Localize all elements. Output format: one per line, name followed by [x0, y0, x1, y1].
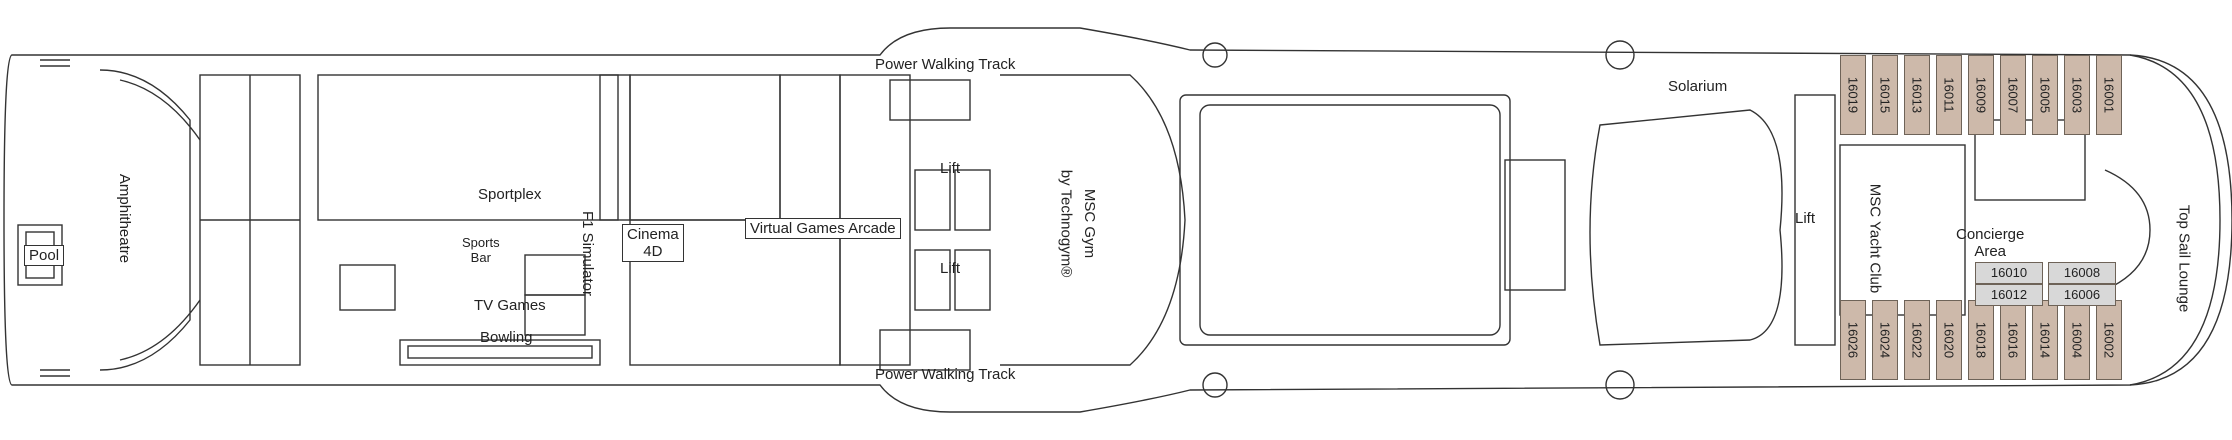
sports-bar-label: Sports Bar: [462, 235, 500, 265]
cabin-16001[interactable]: 16001: [2096, 55, 2122, 135]
cabin-16018[interactable]: 16018: [1968, 300, 1994, 380]
lift-core-top: [914, 169, 991, 311]
hull-outline: [3, 27, 2232, 413]
amphitheatre-label: Amphitheatre: [116, 173, 134, 264]
top-sail-lounge-label: Top Sail Lounge: [2175, 204, 2193, 313]
concierge-label: Concierge Area: [1956, 226, 2025, 260]
top-sail-outline: [2129, 54, 2221, 386]
cabin-16019[interactable]: 16019: [1840, 55, 1866, 135]
cabin-16006[interactable]: 16006: [2048, 284, 2116, 306]
cabin-16011[interactable]: 16011: [1936, 55, 1962, 135]
tv-games-label: TV Games: [474, 297, 546, 314]
bowling-lane: [399, 339, 601, 366]
pool-deck: [1179, 94, 1511, 346]
cabin-16003[interactable]: 16003: [2064, 55, 2090, 135]
gym-label-line1: MSC Gym: [1081, 188, 1099, 259]
power-walking-bottom-label: Power Walking Track: [875, 366, 1016, 383]
cabin-16016[interactable]: 16016: [2000, 300, 2026, 380]
f1-simulator-label: F1 Simulator: [579, 210, 597, 297]
lift-yacht-label: Lift: [1795, 210, 1816, 227]
cabin-16014[interactable]: 16014: [2032, 300, 2058, 380]
cabin-16004[interactable]: 16004: [2064, 300, 2090, 380]
solarium-outline: [1589, 109, 1783, 346]
cabin-row-bottom: 16026 16024 16022 16020 16018 16016 1601…: [1840, 300, 2128, 380]
cabin-16008[interactable]: 16008: [2048, 262, 2116, 284]
lift-label-top: Lift: [940, 160, 961, 177]
cabin-16012[interactable]: 16012: [1975, 284, 2043, 306]
pool-label: Pool: [24, 245, 65, 266]
virtual-games-arcade-label: Virtual Games Arcade: [745, 218, 901, 239]
cabin-16010[interactable]: 16010: [1975, 262, 2043, 284]
sportplex-outline: [317, 74, 619, 221]
cabin-16026[interactable]: 16026: [1840, 300, 1866, 380]
gym-label-line2: by Technogym®: [1057, 169, 1075, 278]
cabin-16020[interactable]: 16020: [1936, 300, 1962, 380]
cabin-16024[interactable]: 16024: [1872, 300, 1898, 380]
cabin-16005[interactable]: 16005: [2032, 55, 2058, 135]
power-walking-top-label: Power Walking Track: [875, 56, 1016, 73]
cabin-16015[interactable]: 16015: [1872, 55, 1898, 135]
cabin-16022[interactable]: 16022: [1904, 300, 1930, 380]
gym-outline: [1000, 74, 1186, 366]
amphitheatre-seating: [99, 69, 201, 371]
cabin-16009[interactable]: 16009: [1968, 55, 1994, 135]
lift-label-bottom: Lift: [940, 260, 961, 277]
bowling-label: Bowling: [480, 329, 533, 346]
yacht-club-label: MSC Yacht Club: [1866, 183, 1884, 294]
cinema-label: Cinema 4D: [622, 224, 684, 262]
solarium-label: Solarium: [1668, 78, 1728, 95]
cabin-16007[interactable]: 16007: [2000, 55, 2026, 135]
cabin-16013[interactable]: 16013: [1904, 55, 1930, 135]
sportplex-label: Sportplex: [478, 186, 542, 203]
cabin-row-top: 16019 16015 16013 16011 16009 16007 1600…: [1840, 55, 2128, 135]
cabin-16002[interactable]: 16002: [2096, 300, 2122, 380]
